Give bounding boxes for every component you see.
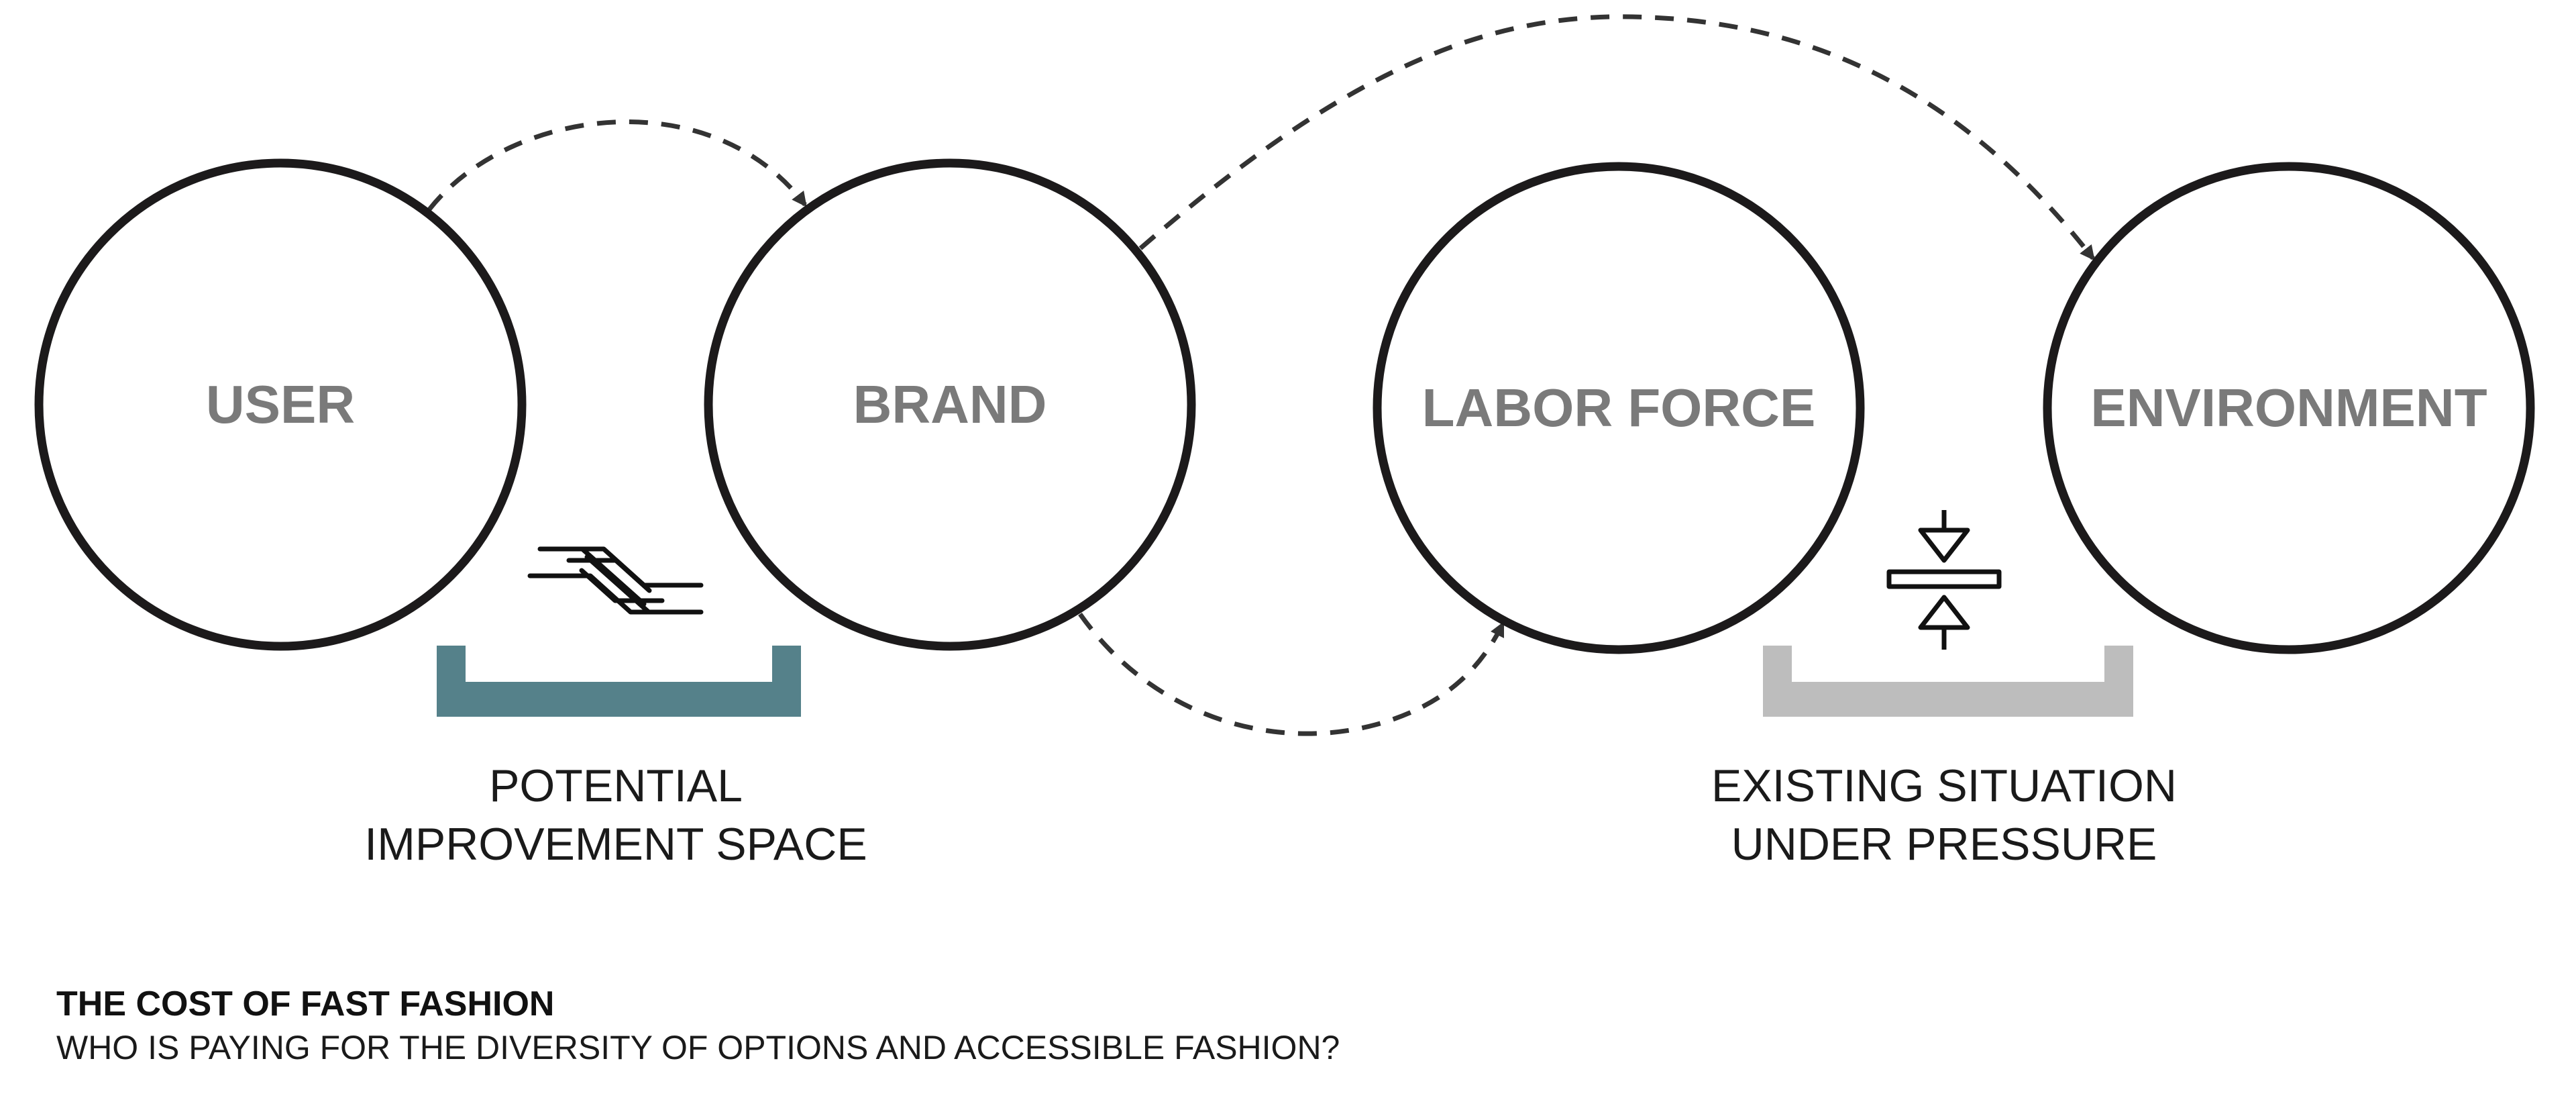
node-label-user: USER bbox=[206, 374, 355, 434]
node-circle-environment bbox=[2043, 162, 2535, 654]
node-label-brand: BRAND bbox=[853, 374, 1047, 434]
improvement-bracket bbox=[437, 646, 801, 717]
node-circle-user bbox=[34, 158, 527, 651]
page-subtitle: WHO IS PAYING FOR THE DIVERSITY OF OPTIO… bbox=[56, 1029, 1340, 1066]
arrow-user-to-brand bbox=[427, 119, 807, 211]
compression-icon bbox=[1886, 510, 2002, 650]
handshake-icon bbox=[527, 546, 704, 615]
node-circle-labor-force bbox=[1373, 162, 1865, 654]
node-label-environment: ENVIRONMENT bbox=[2090, 378, 2487, 438]
arrow-brand-to-labor bbox=[1078, 612, 1505, 736]
improvement-caption-line-1: POTENTIAL bbox=[489, 760, 743, 811]
pressure-bracket bbox=[1763, 646, 2133, 717]
pressure-caption-line-1: EXISTING SITUATION bbox=[1711, 760, 2177, 811]
node-label-labor-force: LABOR FORCE bbox=[1422, 378, 1816, 438]
pressure-caption-line-2: UNDER PRESSURE bbox=[1731, 819, 2157, 870]
page-title: THE COST OF FAST FASHION bbox=[56, 985, 555, 1023]
improvement-caption-line-2: IMPROVEMENT SPACE bbox=[364, 819, 867, 870]
node-circle-brand bbox=[704, 158, 1196, 651]
